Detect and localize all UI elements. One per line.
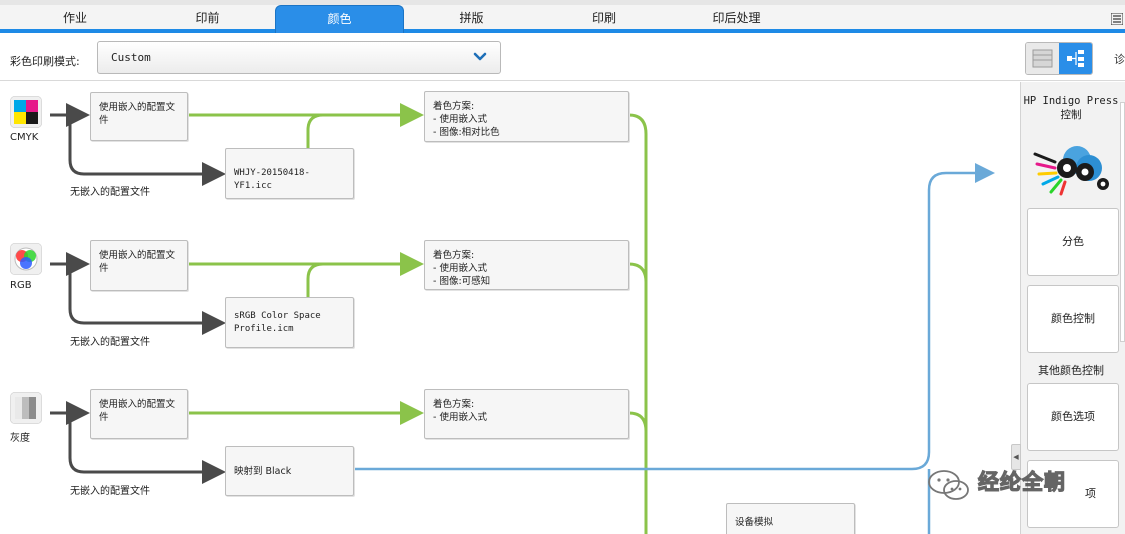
color-print-mode-select[interactable]: Custom: [97, 41, 501, 74]
tab-prepress[interactable]: 印前: [195, 11, 220, 25]
color-scheme-box-grayscale[interactable]: 着色方案: - 使用嵌入式: [424, 389, 629, 439]
source-label-cmyk: CMYK: [10, 132, 39, 143]
main-tab-bar: 作业 印前 颜色 拼版 印刷 印后处理: [0, 5, 1125, 33]
separation-button[interactable]: 分色: [1027, 208, 1119, 276]
cmyk-icon[interactable]: [10, 96, 42, 128]
color-workflow-canvas: CMYK 使用嵌入的配置文 件 无嵌入的配置文件 WHJY-20150418-Y…: [0, 82, 1018, 534]
press-control-title: HP Indigo Press 控制: [1023, 95, 1119, 121]
view-toggle: [1025, 42, 1093, 75]
no-embedded-profile-note-cmyk: 无嵌入的配置文件: [70, 187, 150, 198]
grayscale-icon[interactable]: [10, 392, 42, 424]
color-print-mode-value: Custom: [111, 51, 151, 64]
chevron-down-icon: [473, 52, 487, 61]
map-to-black-box[interactable]: 映射到 Black: [225, 446, 354, 496]
embedded-profile-box-rgb[interactable]: 使用嵌入的配置文 件: [90, 240, 188, 291]
list-view-button[interactable]: [1026, 43, 1059, 74]
no-embedded-profile-note-grayscale: 无嵌入的配置文件: [70, 486, 150, 497]
embedded-profile-box-cmyk[interactable]: 使用嵌入的配置文 件: [90, 92, 188, 141]
profile-box-cmyk[interactable]: WHJY-20150418-YF1.icc: [225, 148, 354, 199]
other-color-controls-heading: 其他颜色控制: [1038, 364, 1104, 377]
tab-finishing[interactable]: 印后处理: [712, 11, 761, 25]
menu-icon[interactable]: [1111, 13, 1123, 25]
source-label-grayscale: 灰度: [10, 433, 30, 444]
row-cmyk-connectors: [50, 103, 648, 534]
sidebar-scrollbar[interactable]: [1120, 102, 1125, 342]
tab-print[interactable]: 印刷: [591, 11, 616, 25]
source-label-rgb: RGB: [10, 280, 32, 291]
tab-imposition[interactable]: 拼版: [459, 11, 484, 25]
row-rgb-connectors: [50, 252, 648, 335]
row-grayscale-connectors: [50, 401, 648, 484]
black-mapping-connector: [354, 163, 995, 471]
flow-view-button[interactable]: [1059, 43, 1092, 74]
sidebar-collapse-button[interactable]: ◀: [1011, 444, 1021, 470]
flow-view-icon: [1067, 50, 1084, 67]
additional-options-button[interactable]: 项: [1027, 460, 1119, 528]
device-simulation-box[interactable]: 设备模拟: [726, 503, 855, 534]
no-embedded-profile-note-rgb: 无嵌入的配置文件: [70, 337, 150, 348]
list-view-icon: [1032, 49, 1053, 68]
color-toolbar: 彩色印刷模式: Custom 诊: [0, 37, 1125, 81]
color-options-button[interactable]: 颜色选项: [1027, 383, 1119, 451]
profile-box-rgb[interactable]: sRGB Color Space Profile.icm: [225, 297, 354, 348]
embedded-profile-box-grayscale[interactable]: 使用嵌入的配置文 件: [90, 389, 188, 439]
diagnostics-label-partial[interactable]: 诊: [1114, 53, 1125, 66]
press-control-sidebar: ◀ HP Indigo Press 控制 分色 颜色控制 其他颜色控制 颜色选项…: [1011, 82, 1125, 534]
color-scheme-box-rgb[interactable]: 着色方案: - 使用嵌入式 - 图像:可感知: [424, 240, 629, 290]
color-scheme-box-cmyk[interactable]: 着色方案: - 使用嵌入式 - 图像:相对比色: [424, 91, 629, 142]
tab-color[interactable]: 颜色: [275, 5, 404, 33]
workflow-connectors: [50, 103, 995, 534]
window-top-strip: [0, 0, 1125, 5]
indigo-press-icon: [1033, 146, 1109, 196]
tab-job[interactable]: 作业: [62, 11, 87, 25]
color-control-button[interactable]: 颜色控制: [1027, 285, 1119, 353]
rgb-icon[interactable]: [10, 243, 42, 275]
color-print-mode-label: 彩色印刷模式:: [10, 55, 80, 68]
